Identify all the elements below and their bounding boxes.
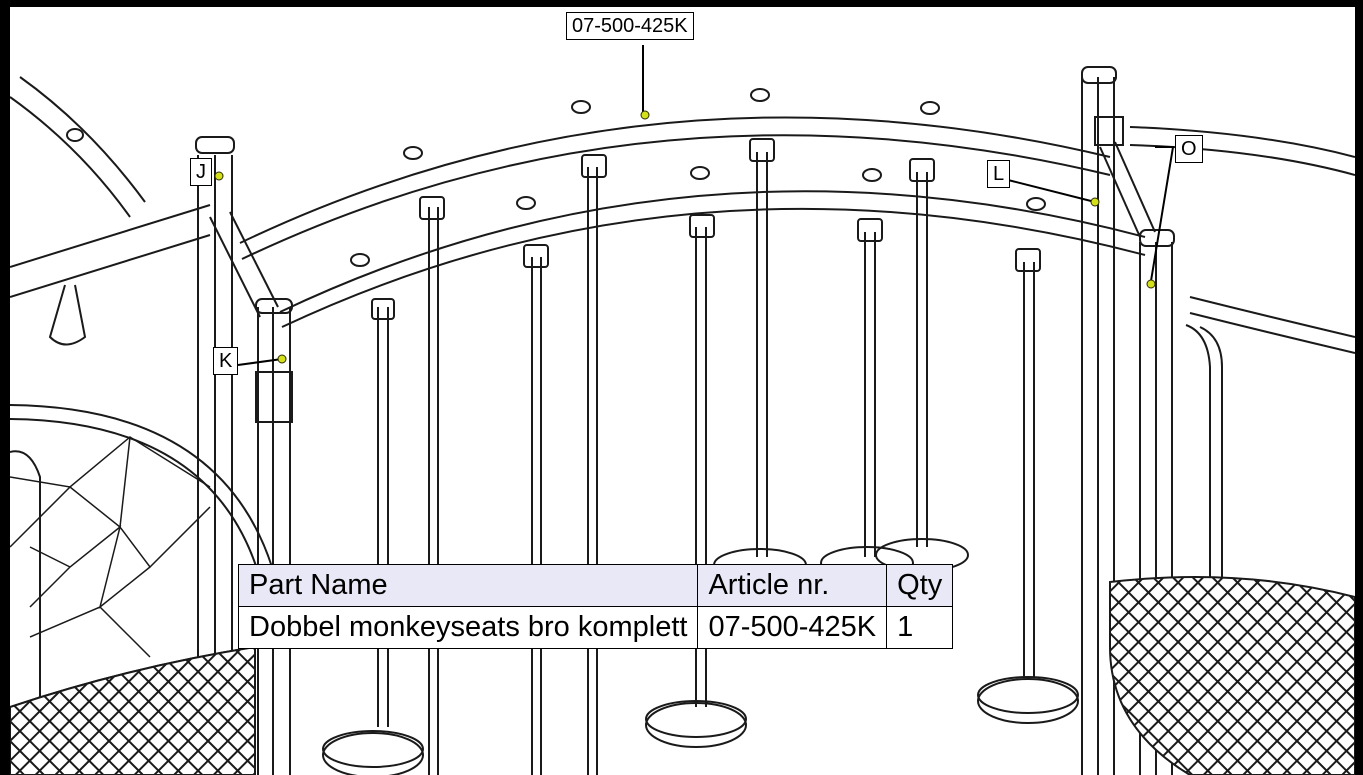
header-article-nr: Article nr.: [697, 564, 888, 607]
cell-article-nr: 07-500-425K: [697, 606, 888, 649]
parts-table: Part Name Article nr. Qty Dobbel monkeys…: [237, 564, 954, 649]
header-qty: Qty: [886, 564, 954, 607]
table-row: Dobbel monkeyseats bro komplett 07-500-4…: [237, 606, 954, 649]
article-number-callout: 07-500-425K: [566, 12, 694, 40]
cell-qty: 1: [886, 606, 954, 649]
line-drawing: [10, 45, 1355, 775]
callout-k: K: [213, 347, 239, 375]
callout-o: O: [1175, 135, 1203, 163]
callout-l: L: [987, 160, 1011, 188]
cell-part-name: Dobbel monkeyseats bro komplett: [237, 606, 699, 649]
callout-j: J: [190, 158, 212, 186]
header-row: Part Name Article nr. Qty: [237, 564, 954, 607]
header-part-name: Part Name: [237, 564, 699, 607]
assembly-diagram: [10, 7, 1355, 775]
parts-table-header: Part Name Article nr. Qty: [237, 564, 954, 607]
